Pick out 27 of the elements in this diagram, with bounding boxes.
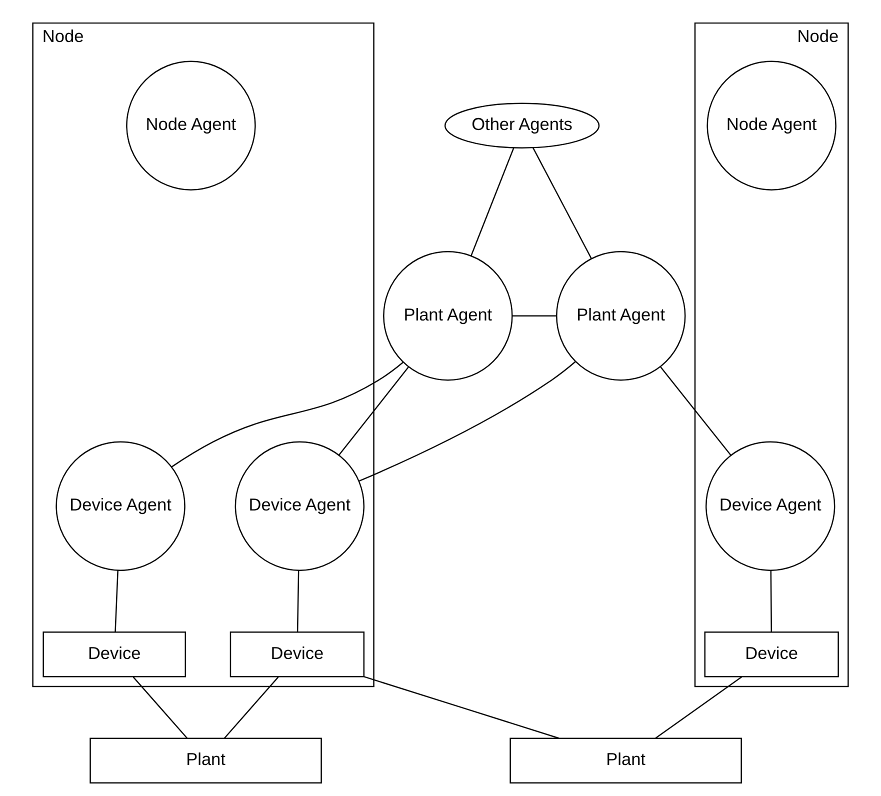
node-box: Device [704, 631, 839, 678]
node-box: Plant [90, 738, 322, 784]
node-ellipse: Other Agents [444, 102, 600, 148]
node-box: Device [42, 631, 186, 678]
connector [770, 570, 772, 632]
connector [364, 676, 560, 739]
node-circle: Plant Agent [556, 250, 686, 381]
connector [655, 676, 742, 739]
connector [224, 676, 279, 739]
connector [114, 570, 118, 632]
connector [296, 570, 300, 632]
connector [470, 148, 514, 256]
node-circle: Device Agent [56, 441, 186, 571]
connector [171, 362, 404, 468]
connector [660, 366, 732, 456]
node-box: Device [230, 631, 365, 678]
node-box: Plant [510, 738, 742, 784]
connector [532, 147, 592, 259]
node-circle: Device Agent [705, 441, 836, 571]
connector [512, 315, 556, 316]
node-circle: Node Agent [706, 60, 836, 190]
node-circle: Node Agent [126, 60, 256, 190]
connector [359, 361, 576, 482]
connector [132, 676, 188, 739]
node-circle: Device Agent [234, 441, 365, 571]
connector [338, 366, 410, 456]
node-circle: Plant Agent [383, 250, 513, 381]
